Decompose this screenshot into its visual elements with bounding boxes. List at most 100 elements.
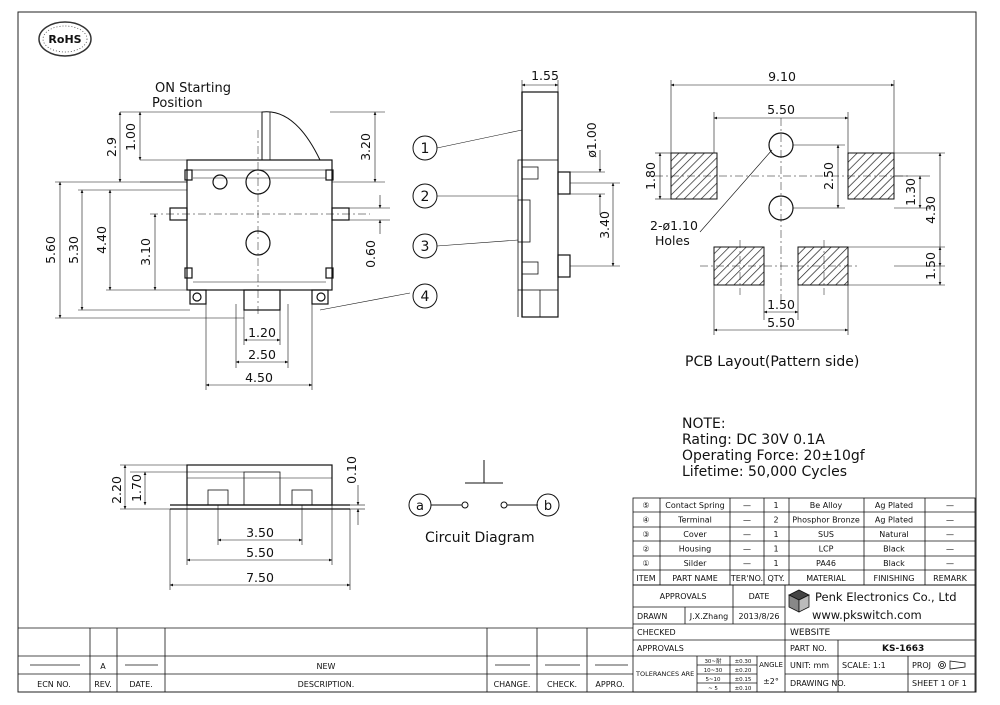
revision-block bbox=[18, 627, 633, 692]
rev-h-appro: APPRO. bbox=[595, 680, 624, 689]
bom-cell-qty: 1 bbox=[773, 559, 778, 568]
bom-cell-part: Housing bbox=[679, 545, 712, 554]
pcb-holes-label-2: Holes bbox=[655, 233, 690, 248]
projection-symbol-icon bbox=[938, 660, 966, 670]
dim-4-40: 4.40 bbox=[94, 226, 109, 254]
bom-cell-finishing: Black bbox=[883, 545, 905, 554]
front-view-dims: ON Starting Position 1.00 2.9 3.20 5.60 … bbox=[43, 81, 378, 385]
tb-website-url: www.pkswitch.com bbox=[812, 608, 922, 622]
bom-cell-qty: 1 bbox=[773, 501, 778, 510]
tb-tolerances-label: TOLERANCES ARE bbox=[635, 670, 694, 678]
tb-tol-3: ±0.10 bbox=[735, 686, 752, 692]
bom-cell-qty: 1 bbox=[773, 545, 778, 554]
note-lifetime: Lifetime: 50,000 Cycles bbox=[682, 464, 847, 480]
bottom-view bbox=[170, 464, 350, 510]
title-block bbox=[632, 584, 976, 693]
bom-cell-no: ④ bbox=[642, 516, 649, 525]
tb-tol-range-2: 5~10 bbox=[705, 677, 721, 683]
title-block-text: APPROVALS DATE DRAWN J.X.Zhang 2013/8/26… bbox=[635, 590, 967, 692]
tb-drawn-by: J.X.Zhang bbox=[689, 612, 729, 621]
bom-cell-remark: — bbox=[946, 545, 954, 554]
dim-2-50: 2.50 bbox=[248, 347, 276, 362]
bom-cell-ter: — bbox=[743, 516, 751, 525]
callout-2: 2 bbox=[421, 189, 430, 205]
bom-header: ITEM PART NAME TER'NO. QTY. MATERIAL FIN… bbox=[636, 574, 967, 583]
tb-tol-range-0: 30~耐 bbox=[704, 657, 722, 665]
on-start-label-2: Position bbox=[152, 96, 203, 111]
bottom-dim-5-50: 5.50 bbox=[246, 545, 274, 560]
bottom-dim-7-50: 7.50 bbox=[246, 570, 274, 585]
on-start-label-1: ON Starting bbox=[155, 81, 231, 96]
tb-website-label: WEBSITE bbox=[790, 628, 830, 638]
rev-h-description: DESCRIPTION. bbox=[298, 680, 355, 689]
tb-approvals2: APPROVALS bbox=[637, 644, 684, 653]
side-view-dimlines bbox=[319, 80, 620, 311]
side-view bbox=[517, 91, 571, 318]
dim-3-10: 3.10 bbox=[138, 238, 153, 266]
tb-tol-range-3: ~ 5 bbox=[708, 686, 718, 692]
pcb-caption: PCB Layout(Pattern side) bbox=[685, 354, 859, 370]
circuit-node-b: b bbox=[544, 499, 552, 514]
bom-cell-remark: — bbox=[946, 501, 954, 510]
note-rating: Rating: DC 30V 0.1A bbox=[682, 432, 825, 448]
rev-h-change: CHANGE. bbox=[494, 680, 531, 689]
rev-h-check: CHECK. bbox=[547, 680, 577, 689]
rev-h-rev: REV. bbox=[94, 680, 112, 689]
dim-side-1-55: 1.55 bbox=[531, 68, 559, 83]
side-view-callouts: 1 2 3 4 bbox=[412, 135, 438, 309]
tb-part-no: KS-1663 bbox=[882, 644, 924, 654]
bom-cell-no: ③ bbox=[642, 530, 649, 539]
pcb-layout bbox=[655, 118, 910, 300]
bom-cell-remark: — bbox=[946, 530, 954, 539]
bom-h-part: PART NAME bbox=[672, 574, 718, 583]
tb-drawing-no: DRAWING NO. bbox=[790, 679, 846, 688]
tb-date: DATE bbox=[749, 592, 770, 601]
dim-3-20: 3.20 bbox=[358, 133, 373, 161]
callout-3-circle bbox=[412, 233, 438, 259]
dim-2-9: 2.9 bbox=[104, 137, 119, 157]
bom-cell-qty: 2 bbox=[773, 516, 778, 525]
circuit-caption: Circuit Diagram bbox=[425, 530, 535, 546]
pcb-dim-2-50: 2.50 bbox=[821, 162, 836, 190]
callout-1: 1 bbox=[421, 141, 430, 157]
bom-cell-no: ⑤ bbox=[642, 501, 649, 510]
tb-tol-1: ±0.20 bbox=[735, 668, 752, 674]
pcb-dimlines bbox=[655, 80, 945, 335]
pcb-dim-1-50-bottom: 1.50 bbox=[767, 297, 795, 312]
side-view-dims: 1.55 ø1.00 3.40 bbox=[531, 68, 612, 239]
tb-approvals: APPROVALS bbox=[660, 592, 707, 601]
tb-drawn: DRAWN bbox=[637, 612, 667, 621]
bottom-view-dims: 2.20 1.70 0.10 3.50 5.50 7.50 bbox=[109, 456, 359, 585]
callout-2-circle bbox=[412, 183, 438, 209]
dim-1-00: 1.00 bbox=[123, 123, 138, 151]
bom-cell-no: ② bbox=[642, 545, 649, 554]
pcb-dims: 9.10 5.50 1.80 2.50 1.30 4.30 1.50 1.50 … bbox=[643, 69, 938, 370]
rohs-logo: RoHS bbox=[38, 21, 92, 57]
revision-text: A NEW ECN NO. REV. DATE. DESCRIPTION. CH… bbox=[37, 662, 624, 689]
rev-h-date: DATE. bbox=[129, 680, 152, 689]
bom-cell-remark: — bbox=[946, 516, 954, 525]
rev-letter: A bbox=[100, 662, 106, 671]
front-view-dimlines bbox=[55, 111, 390, 390]
bom-cell-part: Cover bbox=[683, 530, 707, 539]
circuit-diagram: a b Circuit Diagram bbox=[408, 460, 560, 546]
bom-cell-ter: — bbox=[743, 501, 751, 510]
note-title: NOTE: bbox=[682, 416, 726, 432]
rohs-text: RoHS bbox=[48, 33, 81, 46]
tb-tol-range-1: 10~30 bbox=[704, 668, 723, 674]
bom-cell-material: Be Alloy bbox=[810, 501, 843, 510]
pcb-dim-4-30: 4.30 bbox=[923, 196, 938, 224]
rev-new: NEW bbox=[317, 662, 336, 671]
tb-unit: UNIT: mm bbox=[790, 661, 829, 670]
bom-cell-part: Silder bbox=[684, 559, 708, 568]
tb-scale: SCALE: 1:1 bbox=[842, 661, 886, 670]
tb-tol-2: ±0.15 bbox=[735, 677, 752, 683]
bom-h-finishing: FINISHING bbox=[874, 574, 915, 583]
bom-h-item: ITEM bbox=[636, 574, 655, 583]
bom-h-qty: QTY. bbox=[768, 574, 785, 583]
callout-4: 4 bbox=[421, 289, 430, 305]
pcb-holes-label-1: 2-ø1.10 bbox=[650, 218, 698, 233]
circuit-node-a: a bbox=[416, 499, 424, 514]
